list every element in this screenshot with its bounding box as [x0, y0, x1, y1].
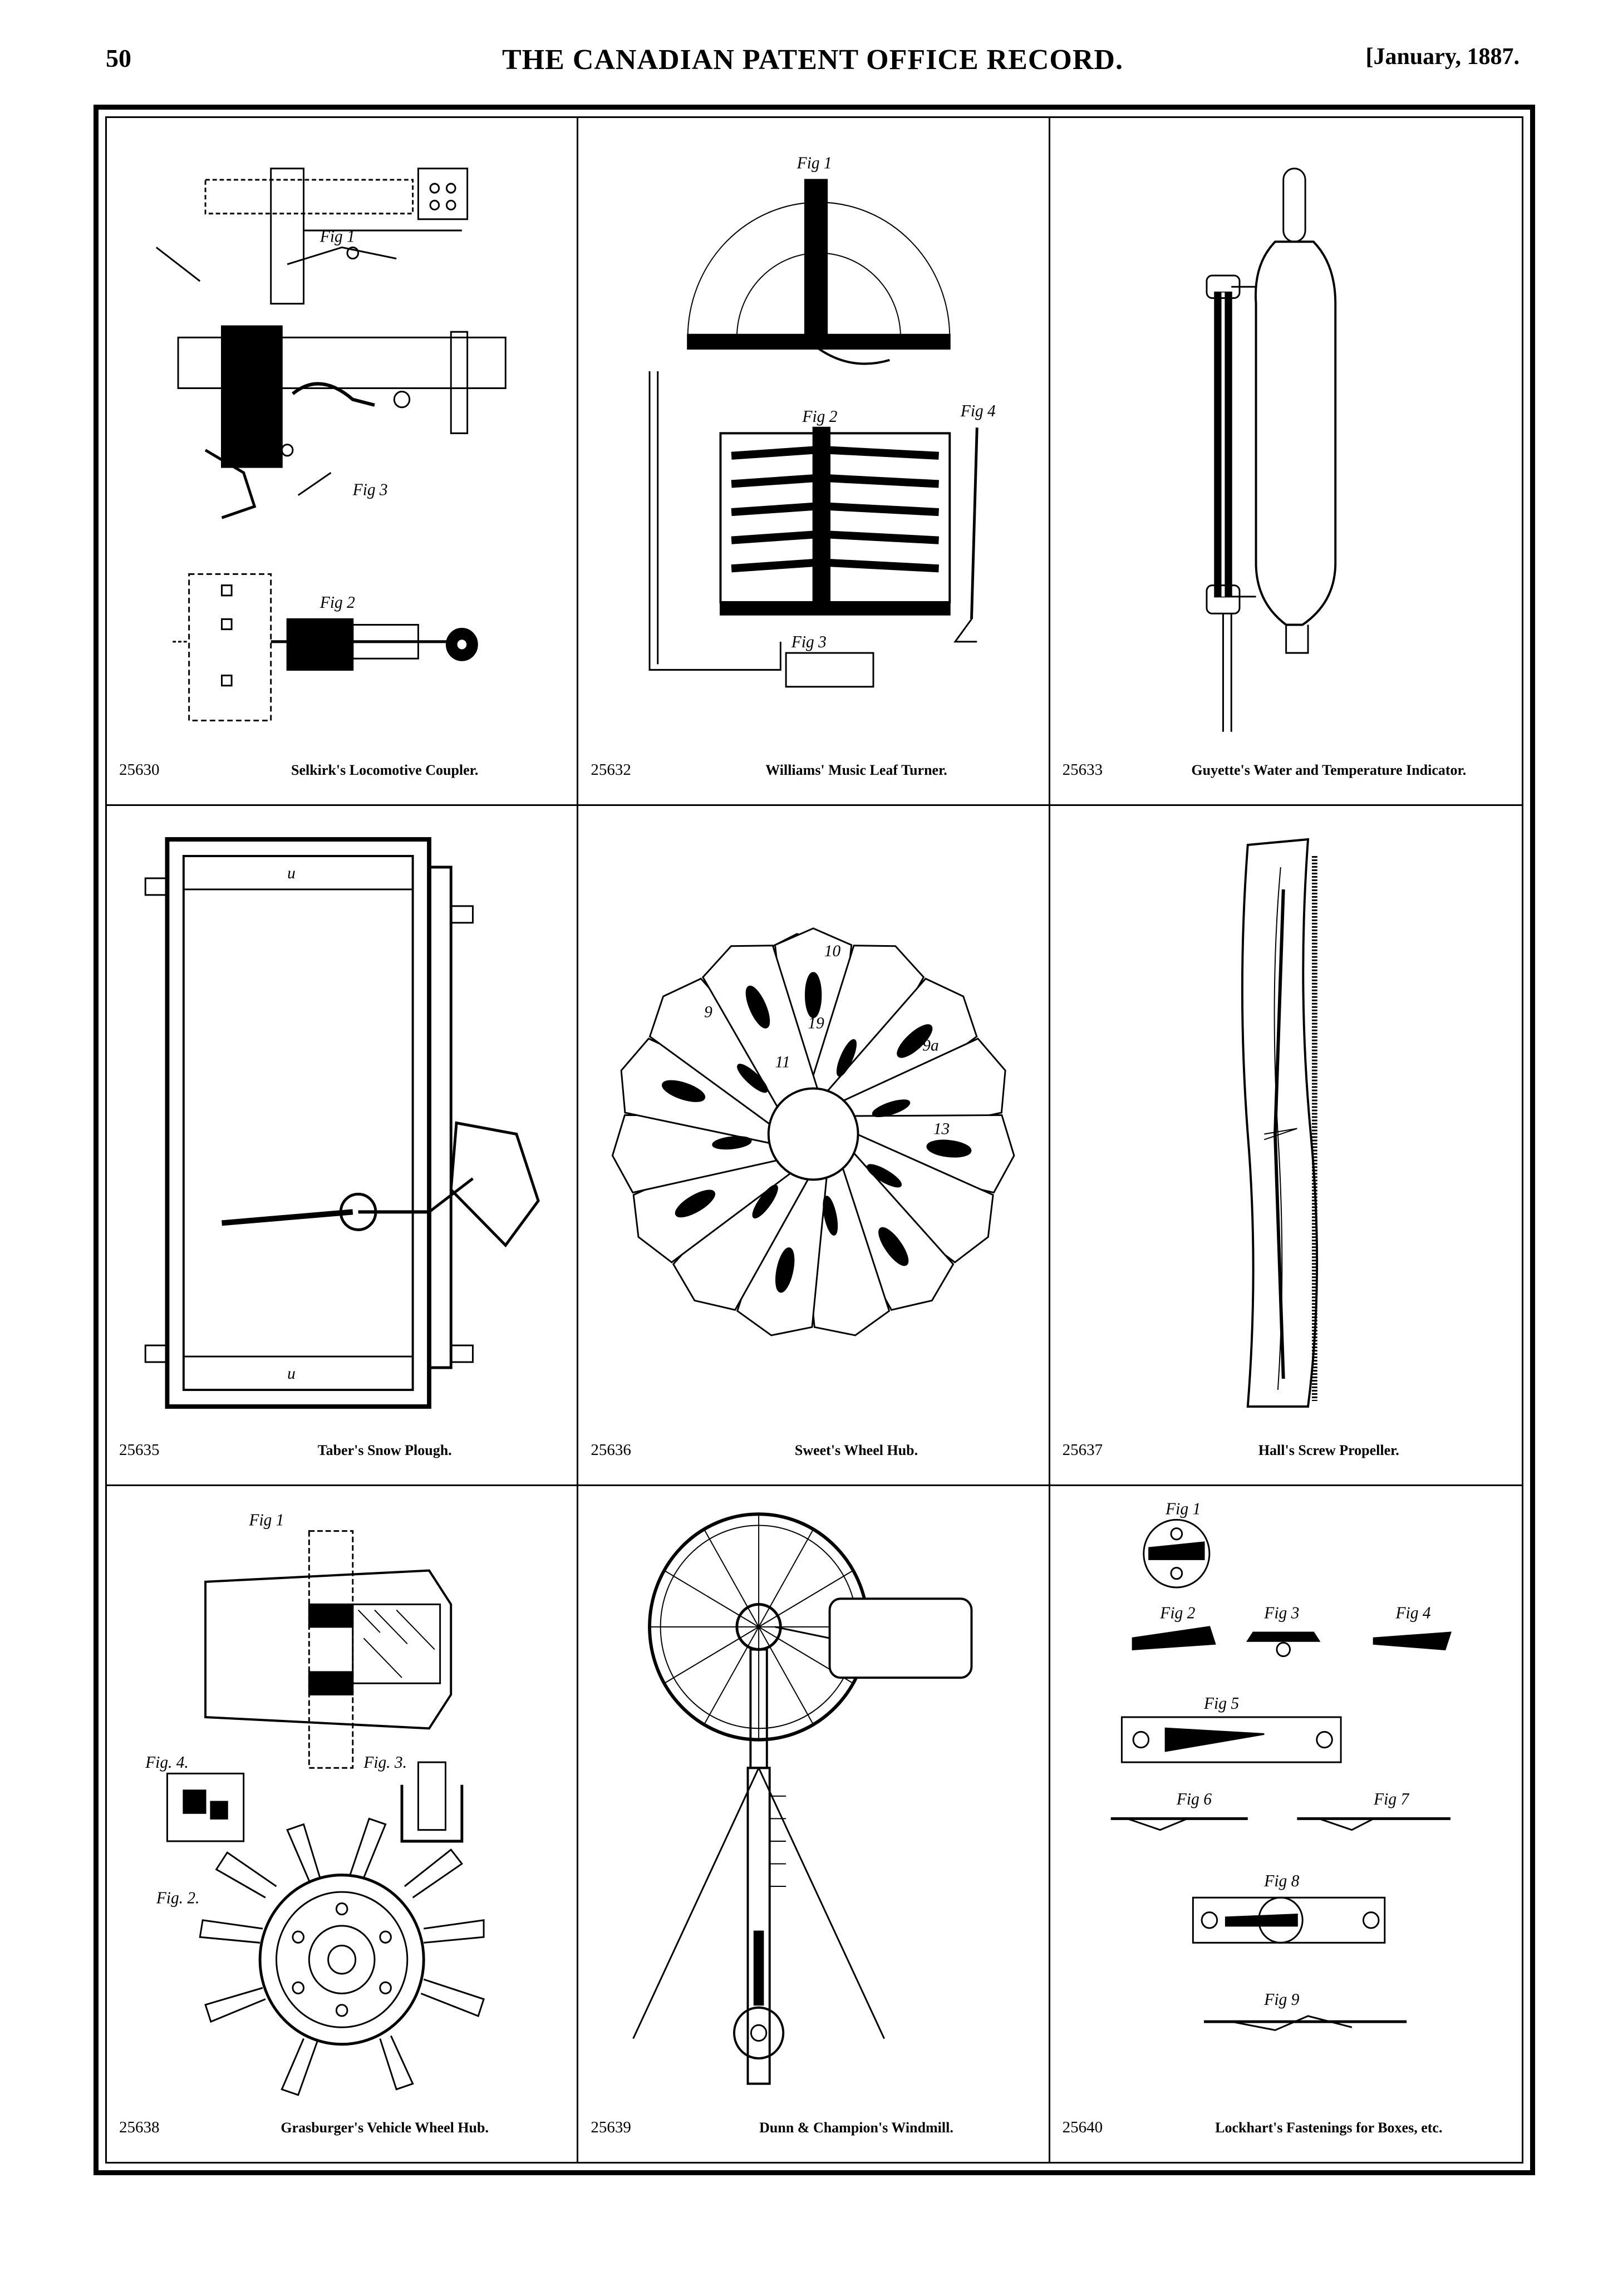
patent-cell: 25633 Guyette's Water and Temperature In… [1050, 118, 1522, 806]
patent-number: 25640 [1062, 2118, 1103, 2136]
patent-cell: Fig 1 Fig 2 Fig 3 Fig 4 Fig 5 Fig 6 Fig … [1050, 1486, 1522, 2162]
patent-title: Lockhart's Fastenings for Boxes, etc. [1215, 2120, 1443, 2136]
patent-number: 25633 [1062, 761, 1103, 779]
lockhart-fig8-label: Fig 8 [1263, 1872, 1299, 1890]
plate-inner-frame: Fig 1 Fig 3 Fig 2 25630 Selkirk's Locomo… [105, 116, 1523, 2164]
leaf-fig2-label: Fig 2 [802, 407, 838, 426]
hub-label-9a: 9a [923, 1036, 939, 1054]
wheel-hub-drawing: 10 19 9 9a 11 13 [595, 823, 1031, 1423]
lockhart-fig2-label: Fig 2 [1159, 1604, 1195, 1622]
patent-number: 25638 [119, 2118, 160, 2136]
leaf-fig4-label: Fig 4 [960, 402, 996, 421]
patent-cell: Fig 1 Fig. 4. Fig. 3. Fig. 2. 25638 Gras… [107, 1486, 579, 2162]
patent-caption: 25633 Guyette's Water and Temperature In… [1063, 761, 1512, 783]
svg-text:u: u [287, 864, 296, 882]
lockhart-fig7-label: Fig 7 [1373, 1790, 1409, 1808]
patent-title: Taber's Snow Plough. [317, 1442, 452, 1458]
patent-caption: 25640 Lockhart's Fastenings for Boxes, e… [1063, 2118, 1512, 2141]
coupler-fig3-label: Fig 3 [352, 480, 388, 499]
patent-title: Sweet's Wheel Hub. [794, 1442, 918, 1458]
hub-label-19: 19 [808, 1014, 825, 1032]
patent-number: 25635 [119, 1441, 160, 1459]
patent-number: 25636 [591, 1441, 631, 1459]
patent-title: Grasburger's Vehicle Wheel Hub. [281, 2120, 489, 2136]
lockhart-fig4-label: Fig 4 [1395, 1604, 1430, 1622]
patent-caption: 25637 Hall's Screw Propeller. [1063, 1441, 1512, 1463]
page-number: 50 [106, 44, 131, 72]
patent-grid: Fig 1 Fig 3 Fig 2 25630 Selkirk's Locomo… [107, 118, 1522, 2162]
windmill-drawing [595, 1503, 1031, 2101]
patent-title: Selkirk's Locomotive Coupler. [291, 762, 479, 778]
patent-cell: Fig 1 Fig 3 Fig 2 25630 Selkirk's Locomo… [107, 118, 579, 806]
coupler-fig1-label: Fig 1 [319, 227, 355, 246]
patent-number: 25630 [119, 761, 160, 779]
water-indicator-drawing [1067, 135, 1505, 743]
patent-cell: Fig 1 Fig 2 Fig 3 Fig 4 25632 Williams' … [578, 118, 1050, 806]
patent-title: Dunn & Champion's Windmill. [759, 2120, 953, 2136]
grasburger-fig3-label: Fig. 3. [363, 1753, 407, 1772]
patent-title: Guyette's Water and Temperature Indicato… [1191, 762, 1467, 778]
lockhart-fig1-label: Fig 1 [1165, 1503, 1201, 1518]
patent-cell: u u 25635 Taber's Snow Plough. [107, 806, 579, 1486]
vehicle-wheel-hub-drawing: Fig 1 Fig. 4. Fig. 3. Fig. 2. [124, 1503, 560, 2101]
screw-propeller-drawing [1067, 823, 1505, 1423]
publication-title: THE CANADIAN PATENT OFFICE RECORD. [502, 44, 1123, 76]
lockhart-fig3-label: Fig 3 [1263, 1604, 1299, 1622]
lockhart-fig6-label: Fig 6 [1176, 1790, 1212, 1808]
grasburger-fig2-label: Fig. 2. [156, 1889, 200, 1907]
issue-date: [January, 1887. [1365, 44, 1520, 70]
hub-label-11: 11 [775, 1053, 790, 1071]
hub-label-13: 13 [933, 1120, 950, 1138]
svg-text:u: u [287, 1365, 296, 1383]
leaf-turner-drawing: Fig 1 Fig 2 Fig 3 Fig 4 [595, 135, 1031, 743]
hub-label-9: 9 [704, 1003, 712, 1021]
patent-caption: 25632 Williams' Music Leaf Turner. [591, 761, 1038, 783]
coupler-drawing: Fig 1 Fig 3 Fig 2 [124, 135, 560, 743]
page-header: 50 THE CANADIAN PATENT OFFICE RECORD. [J… [106, 43, 1520, 88]
patent-cell: 25639 Dunn & Champion's Windmill. [578, 1486, 1050, 2162]
patent-cell: 10 19 9 9a 11 13 25636 Sweet's Wheel Hub… [578, 806, 1050, 1486]
patent-caption: 25636 Sweet's Wheel Hub. [591, 1441, 1038, 1463]
grasburger-fig1-label: Fig 1 [249, 1511, 284, 1530]
lockhart-fig9-label: Fig 9 [1263, 1990, 1299, 2008]
patent-caption: 25638 Grasburger's Vehicle Wheel Hub. [119, 2118, 567, 2141]
plate-frame: Fig 1 Fig 3 Fig 2 25630 Selkirk's Locomo… [94, 105, 1535, 2175]
patent-title: Williams' Music Leaf Turner. [765, 762, 947, 778]
patent-number: 25632 [591, 761, 631, 779]
lockhart-fig5-label: Fig 5 [1203, 1694, 1239, 1712]
patent-number: 25637 [1062, 1441, 1103, 1459]
patent-title: Hall's Screw Propeller. [1258, 1442, 1399, 1458]
hub-label-10-top: 10 [824, 942, 841, 960]
patent-caption: 25630 Selkirk's Locomotive Coupler. [119, 761, 567, 783]
leaf-fig3-label: Fig 3 [791, 633, 827, 652]
leaf-fig1-label: Fig 1 [796, 154, 832, 173]
grasburger-fig4-label: Fig. 4. [145, 1753, 189, 1772]
box-fastenings-drawing: Fig 1 Fig 2 Fig 3 Fig 4 Fig 5 Fig 6 Fig … [1067, 1503, 1505, 2101]
coupler-fig2-label: Fig 2 [319, 593, 355, 612]
patent-number: 25639 [591, 2118, 631, 2136]
patent-caption: 25635 Taber's Snow Plough. [119, 1441, 567, 1463]
patent-cell: 25637 Hall's Screw Propeller. [1050, 806, 1522, 1486]
patent-caption: 25639 Dunn & Champion's Windmill. [591, 2118, 1038, 2141]
snow-plough-drawing: u u [124, 823, 560, 1423]
